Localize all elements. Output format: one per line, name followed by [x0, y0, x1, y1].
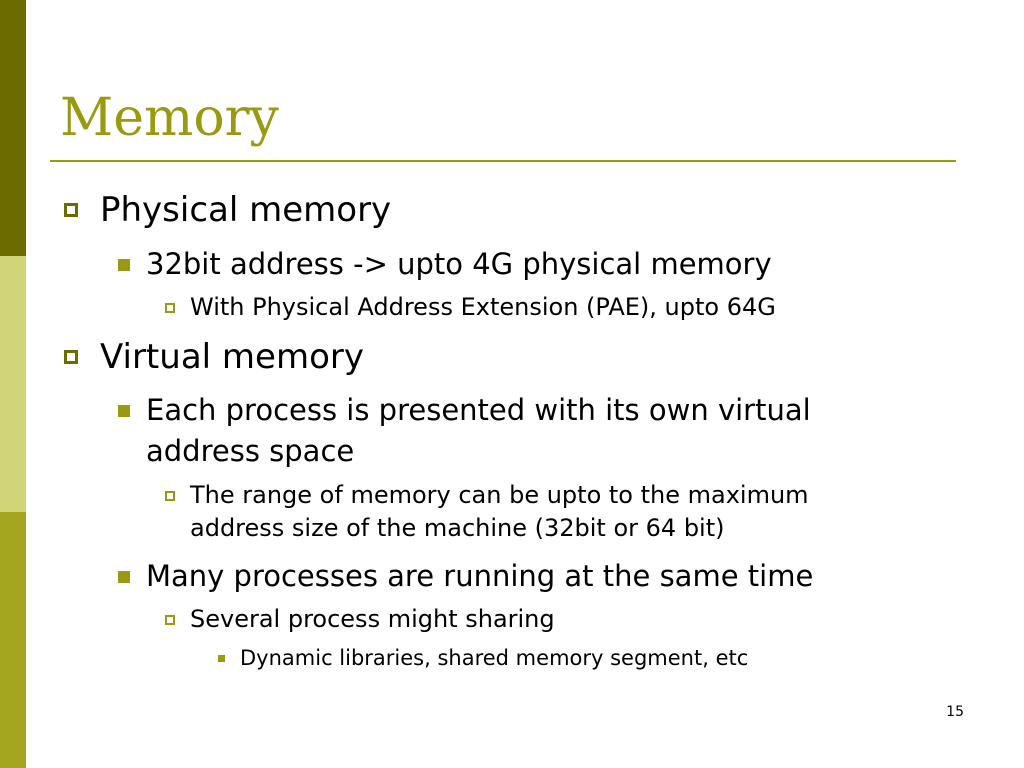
- hollow-square-bullet-icon: [64, 203, 78, 217]
- tiny-square-bullet-icon: [218, 655, 225, 662]
- small-hollow-square-bullet-icon: [165, 491, 175, 501]
- bullet-32bit-address: 32bit address -> upto 4G physical memory: [146, 247, 772, 281]
- filled-square-bullet-icon: [118, 405, 130, 417]
- sidebar-bottom-band: [0, 512, 26, 768]
- bullet-range-line2: address size of the machine (32bit or 64…: [190, 514, 725, 542]
- small-hollow-square-bullet-icon: [165, 303, 175, 313]
- bullet-physical-memory: Physical memory: [100, 190, 392, 230]
- bullet-own-address-space-line2: address space: [146, 434, 355, 468]
- slide-sidebar-decoration: [0, 0, 26, 768]
- bullet-many-processes: Many processes are running at the same t…: [146, 559, 814, 593]
- slide-title: Memory: [60, 88, 279, 148]
- small-hollow-square-bullet-icon: [165, 615, 175, 625]
- sidebar-top-band: [0, 0, 26, 256]
- page-number: 15: [946, 704, 964, 720]
- title-underline: [50, 160, 956, 162]
- bullet-own-address-space-line1: Each process is presented with its own v…: [146, 393, 811, 427]
- filled-square-bullet-icon: [118, 571, 130, 583]
- hollow-square-bullet-icon: [64, 350, 78, 364]
- bullet-virtual-memory: Virtual memory: [100, 337, 364, 377]
- bullet-sharing: Several process might sharing: [190, 605, 555, 633]
- sidebar-middle-band: [0, 256, 26, 512]
- bullet-dynamic-libraries: Dynamic libraries, shared memory segment…: [240, 646, 749, 670]
- bullet-pae: With Physical Address Extension (PAE), u…: [190, 293, 776, 321]
- filled-square-bullet-icon: [118, 259, 130, 271]
- bullet-range-line1: The range of memory can be upto to the m…: [190, 481, 809, 509]
